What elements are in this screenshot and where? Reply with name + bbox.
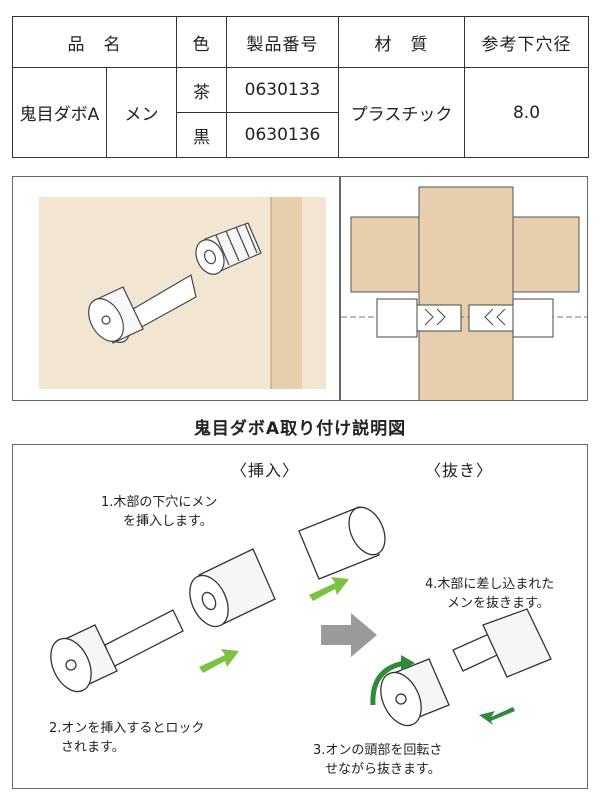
product-photo (39, 197, 326, 389)
female-dowel-part (195, 222, 262, 275)
table-row: 黒 0630136 (13, 112, 589, 158)
diagram-title: 鬼目ダボA取り付け説明図 (193, 419, 407, 439)
product-photo-panel (12, 176, 340, 401)
cross-section-panel (340, 176, 588, 401)
spec-table: 品 名 色 製品番号 材 質 参考下穴径 鬼目ダボA メン 茶 0630133 … (12, 16, 589, 158)
wood-hole-cylinder (298, 506, 386, 580)
male-dowel-part (88, 274, 197, 344)
product-no-cell: 0630133 (226, 67, 339, 113)
insert-female-part (189, 548, 276, 628)
material-cell: プラスチック (338, 67, 465, 158)
header-product-no: 製品番号 (226, 16, 339, 68)
cross-section-illustration (341, 186, 587, 400)
header-material: 材 質 (338, 16, 465, 68)
section-insert-label: 〈挿入〉 (231, 461, 300, 480)
section-remove-label: 〈抜き〉 (425, 461, 494, 480)
diagram-drawing (50, 506, 552, 727)
insert-male-part (50, 609, 184, 693)
remove-parts (380, 608, 552, 727)
insert-arrow-icon (309, 577, 349, 601)
pull-arrow-icon (479, 707, 515, 725)
step4-text: 4.木部に差し込まれた メンを抜きます。 (425, 577, 555, 611)
table-header-row: 品 名 色 製品番号 材 質 参考下穴径 (12, 16, 589, 68)
dowel-section-left (376, 298, 462, 338)
header-name: 品 名 (12, 16, 177, 68)
header-hole: 参考下穴径 (464, 16, 589, 68)
step1-text: 1.木部の下穴にメン を挿入します。 (101, 495, 218, 529)
color-cell: 茶 (176, 67, 227, 113)
product-name-cell: 鬼目ダボA (12, 67, 107, 158)
table-row: 鬼目ダボA メン 茶 0630133 プラスチック 8.0 (12, 67, 589, 158)
part-cell: メン (106, 67, 177, 158)
wood-edge (271, 197, 302, 389)
color-cell: 黒 (176, 112, 227, 158)
installation-diagram: 〈挿入〉 〈抜き〉 1.木部の下穴にメン を挿入します。 2.オンを挿入するとロ… (12, 444, 588, 789)
dowel-section-right (468, 298, 554, 338)
direction-arrow-icon (321, 613, 377, 657)
product-no-cell: 0630136 (226, 112, 339, 158)
rotate-arrow-icon (370, 660, 406, 706)
step3-text: 3.オンの頭部を回転さ せながら抜きます。 (313, 743, 443, 777)
hole-cell: 8.0 (464, 67, 589, 158)
header-color: 色 (176, 16, 227, 68)
step2-text: 2.オンを挿入するとロック されます。 (49, 721, 205, 755)
insert-arrow-icon (199, 649, 239, 673)
